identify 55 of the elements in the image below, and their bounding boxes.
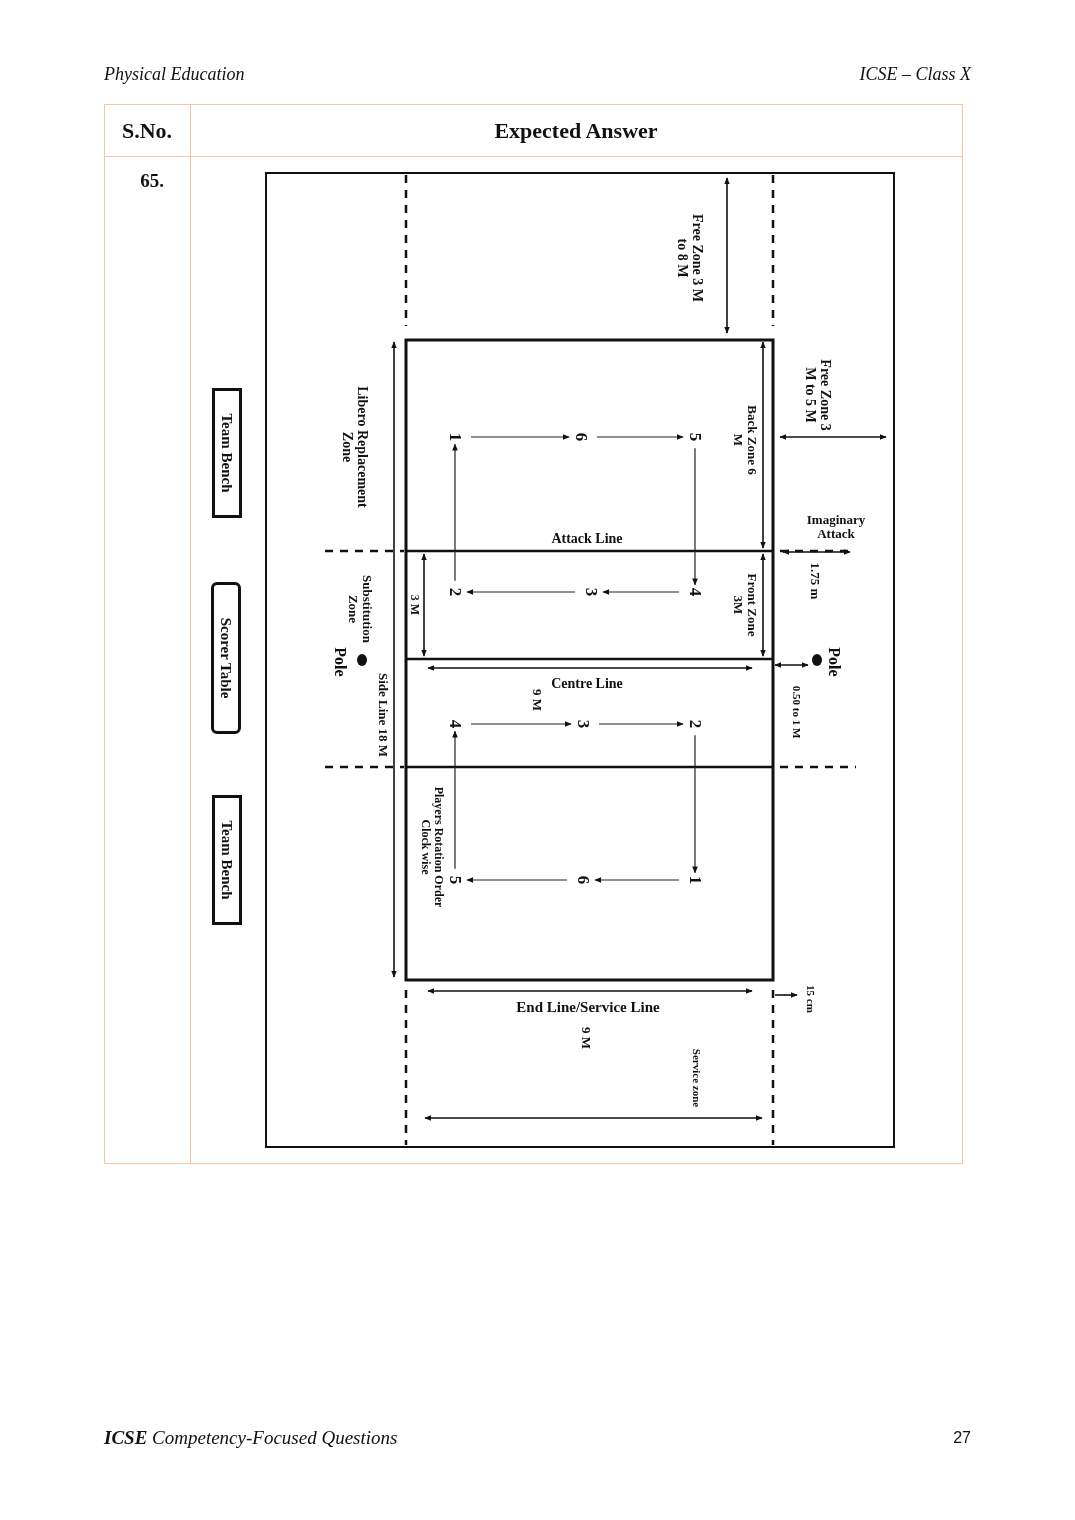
player-position-number: 2: [445, 586, 465, 598]
court-label: Service zone: [690, 1048, 704, 1108]
court-label: Free Zone 3 M to 5 M: [802, 358, 834, 433]
rotation-arrow: [692, 734, 698, 874]
header-text: ICSE – Class X: [859, 65, 971, 85]
player-position-number: 6: [573, 874, 593, 886]
area-box: Team Bench: [212, 795, 242, 925]
court-label: Libero Replacement Zone: [339, 385, 371, 510]
rotation-arrow: [596, 434, 684, 440]
court-label: Front Zone 3M: [730, 572, 760, 639]
court-label: Imaginary Attack: [805, 512, 867, 542]
court-label: 9 M: [529, 689, 545, 711]
area-box: Scorer Table: [211, 582, 241, 734]
court-label: Free Zone 3 M to 8 M: [674, 213, 706, 303]
rotation-arrow: [466, 589, 576, 595]
player-position-number: 1: [685, 874, 705, 886]
court-label: Side Line 18 M: [375, 672, 391, 758]
court-label: Players Rotation Order Clock wise: [418, 785, 446, 910]
player-position-number: 6: [571, 431, 591, 443]
court-label: 0.50 to 1 M: [790, 685, 804, 739]
player-position-number: 3: [581, 586, 601, 598]
court-label: 9 M: [578, 1027, 594, 1049]
court-label: 3 M: [407, 594, 421, 616]
rotation-arrow: [452, 443, 458, 582]
player-position-number: 3: [573, 718, 593, 730]
player-position-number: 4: [685, 586, 705, 598]
rotation-arrow: [452, 730, 458, 870]
area-box: Team Bench: [212, 388, 242, 518]
court-label: 15 cm: [804, 985, 818, 1013]
rotation-arrow: [692, 447, 698, 586]
rotation-arrow: [594, 877, 680, 883]
court-label: Pole: [825, 647, 843, 677]
court-label: End Line/Service Line: [516, 998, 660, 1016]
court-label: 1.75 m: [807, 562, 823, 600]
page-number: 27: [953, 1429, 971, 1447]
player-position-number: 5: [445, 874, 465, 886]
player-position-number: 4: [445, 718, 465, 730]
court-label: Attack Line: [551, 531, 623, 547]
rotation-arrow: [470, 434, 570, 440]
column-header: Expected Answer: [494, 118, 658, 144]
footer-text: ICSE Competency-Focused Questions: [104, 1427, 398, 1449]
question-number: 65.: [140, 170, 164, 192]
player-position-number: 1: [445, 431, 465, 443]
player-position-number: 5: [685, 431, 705, 443]
rotation-arrow: [602, 589, 680, 595]
court-label: Centre Line: [551, 676, 623, 692]
court-label: Pole: [331, 647, 349, 677]
rotation-arrow: [466, 877, 568, 883]
column-header: S.No.: [121, 118, 173, 144]
rotation-arrow: [598, 721, 684, 727]
player-position-number: 2: [685, 718, 705, 730]
court-label: Substitution Zone: [345, 574, 375, 645]
court-label: Back Zone 6 M: [730, 404, 760, 477]
header-text: Physical Education: [104, 65, 245, 85]
rotation-arrow: [470, 721, 572, 727]
